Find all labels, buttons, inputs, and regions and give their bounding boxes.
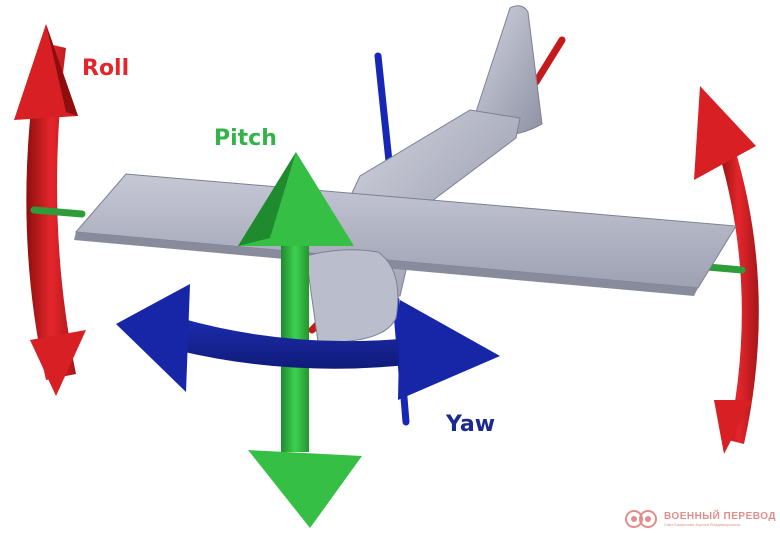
roll-axis-rod-left (30, 206, 86, 218)
yaw-arrow (116, 284, 500, 400)
watermark-subtitle: Сайт Бахвалова Бориса Владимировича (663, 522, 740, 527)
roll-arrow-right (694, 86, 759, 454)
pitch-label: Pitch (214, 126, 277, 151)
roll-label: Roll (82, 56, 130, 81)
owl-logo-icon (624, 510, 657, 528)
yaw-label: Yaw (446, 412, 496, 437)
pitch-axis-rod-rear (532, 36, 566, 86)
airplane-model (74, 5, 737, 343)
watermark: ВОЕННЫЙ ПЕРЕВОД Сайт Бахвалова Бориса Вл… (624, 508, 776, 530)
watermark-title: ВОЕННЫЙ ПЕРЕВОД (663, 511, 776, 522)
